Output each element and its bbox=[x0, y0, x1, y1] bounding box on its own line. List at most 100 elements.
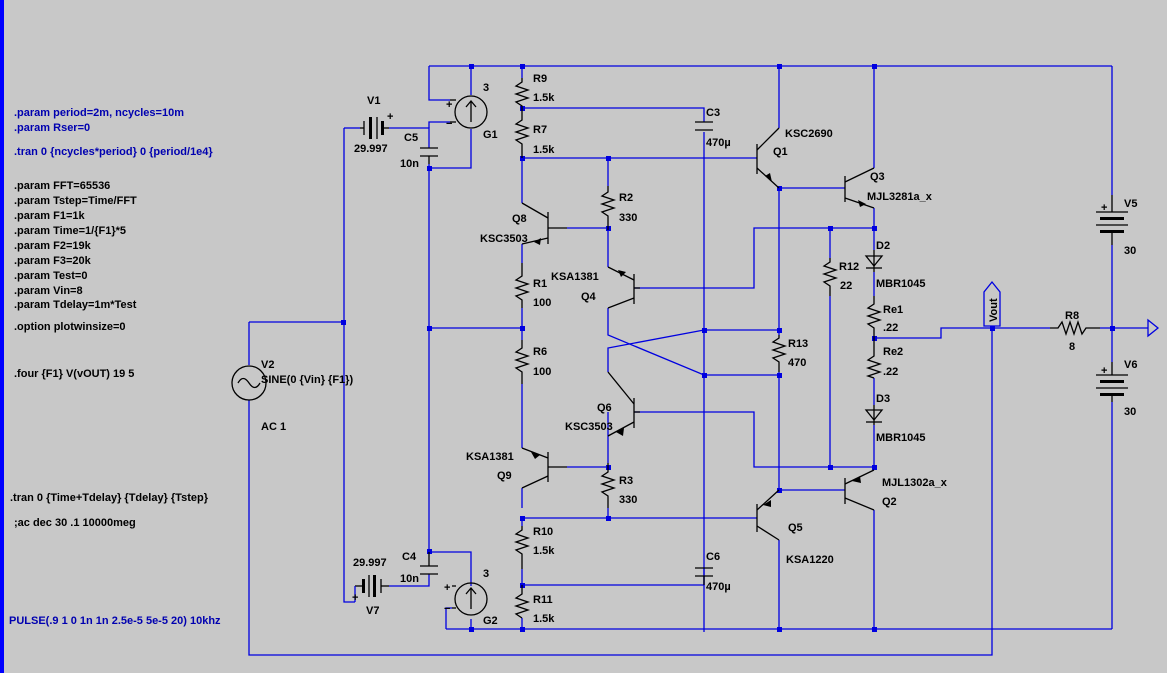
directive-param-period[interactable]: .param period=2m, ncycles=10m bbox=[14, 107, 184, 119]
resistor-r12[interactable]: R12 22 bbox=[821, 258, 859, 296]
window-left-border bbox=[0, 0, 4, 673]
directive-param-f1[interactable]: .param F1=1k bbox=[14, 210, 86, 222]
resistor-r9[interactable]: R9 1.5k bbox=[513, 73, 555, 108]
c6-value: 470µ bbox=[706, 581, 731, 593]
q9-value: KSA1381 bbox=[466, 451, 514, 463]
directive-param-vin[interactable]: .param Vin=8 bbox=[14, 285, 83, 297]
directive-param-time[interactable]: .param Time=1/{F1}*5 bbox=[14, 225, 126, 237]
resistor-r10[interactable]: R10 1.5k bbox=[513, 526, 555, 569]
v7-value: 29.997 bbox=[353, 557, 387, 569]
d3-name: D3 bbox=[876, 393, 890, 405]
c6-name: C6 bbox=[706, 551, 720, 563]
r9-name: R9 bbox=[533, 73, 547, 85]
resistor-re1[interactable]: Re1 .22 bbox=[865, 296, 903, 338]
re1-value: .22 bbox=[883, 322, 898, 334]
resistor-re2[interactable]: Re2 .22 bbox=[865, 338, 903, 379]
battery-v7[interactable]: 29.997 V7 + bbox=[352, 557, 389, 617]
transistor-q1[interactable]: KSC2690 Q1 bbox=[756, 127, 833, 189]
diode-d2[interactable]: D2 MBR1045 bbox=[864, 240, 926, 290]
battery-v5[interactable]: + V5 30 bbox=[1096, 195, 1137, 257]
r1-value: 100 bbox=[533, 297, 551, 309]
r3-name: R3 bbox=[619, 475, 633, 487]
v1-name: V1 bbox=[367, 95, 380, 107]
c5-value: 10n bbox=[400, 158, 419, 170]
wires bbox=[248, 65, 1148, 656]
r1-name: R1 bbox=[533, 278, 547, 290]
capacitor-c3[interactable]: C3 470µ bbox=[695, 107, 731, 149]
directive-pulse[interactable]: PULSE(.9 1 0 1n 1n 2.5e-5 5e-5 20) 10khz bbox=[9, 615, 221, 627]
transistor-q5[interactable]: Q5 KSA1220 bbox=[756, 489, 834, 566]
directive-param-test[interactable]: .param Test=0 bbox=[14, 270, 87, 282]
re2-name: Re2 bbox=[883, 346, 903, 358]
d2-name: D2 bbox=[876, 240, 890, 252]
re2-value: .22 bbox=[883, 366, 898, 378]
directive-four[interactable]: .four {F1} V(vOUT) 19 5 bbox=[14, 368, 134, 380]
directive-param-tdelay[interactable]: .param Tdelay=1m*Test bbox=[14, 299, 137, 311]
directive-param-rser[interactable]: .param Rser=0 bbox=[14, 122, 90, 134]
transistor-q3[interactable]: Q3 MJL3281a_x bbox=[844, 167, 933, 209]
resistor-r3[interactable]: R3 330 bbox=[599, 463, 637, 508]
q9-name: Q9 bbox=[497, 470, 512, 482]
c3-name: C3 bbox=[706, 107, 720, 119]
v5-value: 30 bbox=[1124, 245, 1136, 257]
current-source-g1[interactable]: + − 3 G1 bbox=[428, 82, 498, 141]
q1-value: KSC2690 bbox=[785, 128, 833, 140]
r10-value: 1.5k bbox=[533, 545, 555, 557]
q1-name: Q1 bbox=[773, 146, 788, 158]
battery-v1[interactable]: V1 29.997 + bbox=[354, 95, 393, 155]
v6-name: V6 bbox=[1124, 359, 1137, 371]
transistor-q4[interactable]: KSA1381 Q4 bbox=[551, 266, 640, 309]
battery-v6[interactable]: + V6 30 bbox=[1096, 359, 1137, 418]
transistor-q2[interactable]: MJL1302a_x Q2 bbox=[844, 469, 948, 511]
resistor-r1[interactable]: R1 100 bbox=[513, 263, 551, 309]
current-source-g2[interactable]: + − 3 G2 bbox=[444, 568, 498, 627]
resistor-r6[interactable]: R6 100 bbox=[513, 340, 551, 384]
directive-tran-1[interactable]: .tran 0 {ncycles*period} 0 {period/1e4} bbox=[14, 146, 213, 158]
junctions bbox=[341, 64, 1115, 632]
r9-value: 1.5k bbox=[533, 92, 555, 104]
net-label-vout[interactable]: Vout bbox=[983, 280, 1001, 327]
directive-param-f2[interactable]: .param F2=19k bbox=[14, 240, 92, 252]
transistor-q6[interactable]: Q6 KSC3503 bbox=[565, 371, 640, 437]
resistor-r11[interactable]: R11 1.5k bbox=[513, 585, 555, 625]
g2-name: G2 bbox=[483, 615, 498, 627]
svg-text:+: + bbox=[1101, 202, 1107, 214]
resistor-r2[interactable]: R2 330 bbox=[599, 186, 637, 230]
r13-name: R13 bbox=[788, 338, 808, 350]
svg-text:+: + bbox=[387, 111, 393, 123]
q4-name: Q4 bbox=[581, 291, 597, 303]
capacitor-c6[interactable]: C6 470µ bbox=[695, 551, 731, 593]
directive-param-fft[interactable]: .param FFT=65536 bbox=[14, 180, 110, 192]
r7-name: R7 bbox=[533, 124, 547, 136]
capacitor-c5[interactable]: C5 10n bbox=[400, 132, 438, 170]
r11-value: 1.5k bbox=[533, 613, 555, 625]
resistor-r7[interactable]: R7 1.5k bbox=[513, 108, 555, 158]
transistor-q8[interactable]: Q8 KSC3503 bbox=[480, 202, 567, 245]
diode-d3[interactable]: D3 MBR1045 bbox=[864, 393, 926, 444]
v6-value: 30 bbox=[1124, 406, 1136, 418]
vout-label: Vout bbox=[988, 298, 1000, 322]
v5-name: V5 bbox=[1124, 198, 1137, 210]
voltage-source-v2[interactable]: V2 SINE(0 {Vin} {F1}) AC 1 bbox=[231, 359, 353, 433]
directive-param-f3[interactable]: .param F3=20k bbox=[14, 255, 92, 267]
capacitor-c4[interactable]: C4 10n bbox=[400, 551, 438, 585]
directive-option[interactable]: .option plotwinsize=0 bbox=[14, 321, 126, 333]
directive-tran-2[interactable]: .tran 0 {Time+Tdelay} {Tdelay} {Tstep} bbox=[10, 492, 209, 504]
g2-value: 3 bbox=[483, 568, 489, 580]
r7-value: 1.5k bbox=[533, 144, 555, 156]
c5-name: C5 bbox=[404, 132, 418, 144]
q8-value: KSC3503 bbox=[480, 233, 528, 245]
resistor-r13[interactable]: R13 470 bbox=[770, 335, 808, 372]
r13-value: 470 bbox=[788, 357, 806, 369]
resistor-r8[interactable]: R8 8 bbox=[1050, 310, 1100, 353]
svg-text:−: − bbox=[446, 118, 452, 130]
directive-ac[interactable]: ;ac dec 30 .1 10000meg bbox=[14, 517, 136, 529]
transistor-q9[interactable]: KSA1381 Q9 bbox=[466, 447, 567, 489]
spice-directives[interactable]: .param period=2m, ncycles=10m .param Rse… bbox=[9, 107, 221, 627]
v7-name: V7 bbox=[366, 605, 379, 617]
directive-param-tstep[interactable]: .param Tstep=Time/FFT bbox=[14, 195, 137, 207]
d3-value: MBR1045 bbox=[876, 432, 926, 444]
c4-value: 10n bbox=[400, 573, 419, 585]
v2-name: V2 bbox=[261, 359, 274, 371]
